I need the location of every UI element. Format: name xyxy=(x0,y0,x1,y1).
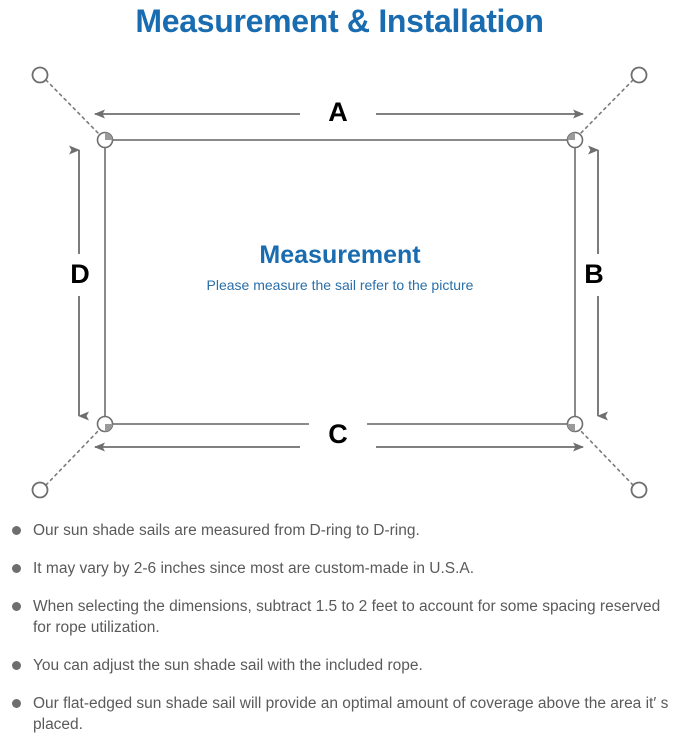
list-item: Our flat-edged sun shade sail will provi… xyxy=(0,693,679,735)
dimension-label-b: B xyxy=(578,256,610,292)
rope-line-bottom-right xyxy=(577,427,634,486)
bullet-icon xyxy=(12,602,21,611)
rope-line-bottom-left xyxy=(45,427,102,486)
dimension-label-d: D xyxy=(64,256,96,292)
bullet-icon xyxy=(12,699,21,708)
measurement-diagram: Measurement Please measure the sail refe… xyxy=(0,44,679,514)
list-item-text: Our flat-edged sun shade sail will provi… xyxy=(33,695,669,733)
list-item: You can adjust the sun shade sail with t… xyxy=(0,655,679,676)
list-item: When selecting the dimensions, subtract … xyxy=(0,596,679,638)
anchor-points xyxy=(31,66,648,499)
d-ring-bottom-left-tab xyxy=(105,424,113,432)
dimension-label-c: C xyxy=(309,419,367,449)
list-item: Our sun shade sails are measured from D-… xyxy=(0,520,679,541)
diagram-svg xyxy=(31,66,648,499)
rope-line-top-left xyxy=(45,79,102,137)
d-ring-top-right-tab xyxy=(567,132,575,140)
sail-rectangle xyxy=(104,139,576,425)
rope-line-top-right xyxy=(577,79,634,137)
dimension-label-a: A xyxy=(309,97,367,127)
list-item-text: When selecting the dimensions, subtract … xyxy=(33,598,661,636)
anchor-point-bottom-left xyxy=(31,481,49,499)
bullet-icon xyxy=(12,564,21,573)
anchor-point-bottom-right xyxy=(630,481,648,499)
list-item-text: It may vary by 2-6 inches since most are… xyxy=(33,560,475,577)
d-ring-bottom-right-tab xyxy=(567,424,575,432)
bullet-icon xyxy=(12,661,21,670)
bullet-icon xyxy=(12,526,21,535)
notes-list: Our sun shade sails are measured from D-… xyxy=(0,520,679,735)
anchor-point-top-left xyxy=(31,66,49,84)
list-item-text: Our sun shade sails are measured from D-… xyxy=(33,522,420,539)
d-ring-top-left-tab xyxy=(105,132,113,140)
list-item: It may vary by 2-6 inches since most are… xyxy=(0,558,679,579)
d-rings xyxy=(96,131,584,433)
rope-lines xyxy=(45,79,634,486)
anchor-point-top-right xyxy=(630,66,648,84)
list-item-text: You can adjust the sun shade sail with t… xyxy=(33,657,423,674)
page-title: Measurement & Installation xyxy=(135,3,544,39)
